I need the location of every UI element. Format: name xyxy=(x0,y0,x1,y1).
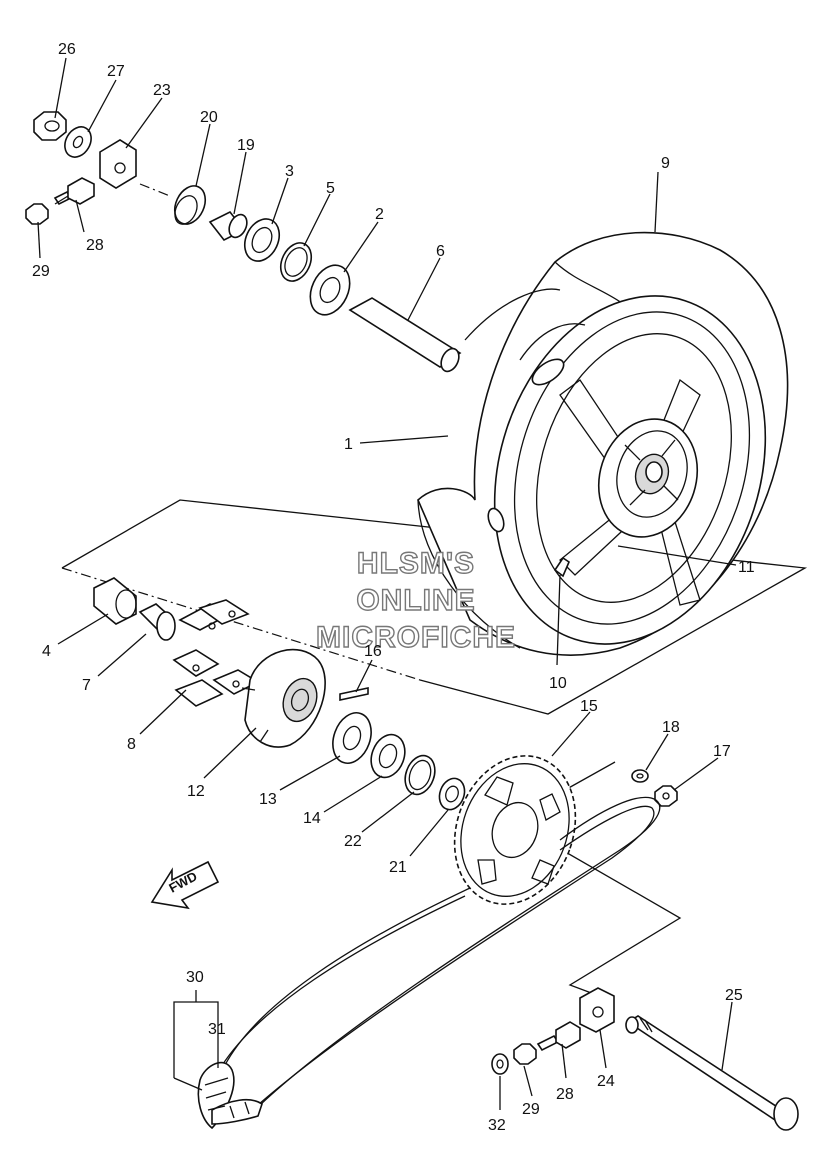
nut-26 xyxy=(33,111,67,141)
callout-8: 8 xyxy=(127,736,136,753)
callout-1: 1 xyxy=(344,436,353,453)
spacer-19 xyxy=(208,210,248,242)
clutch-hub-12 xyxy=(241,648,326,748)
callout-6: 6 xyxy=(436,243,445,260)
callout-28-lower: 28 xyxy=(556,1086,574,1103)
nut-29-upper xyxy=(25,203,49,225)
damper-8 xyxy=(172,599,260,707)
watermark-line-2: ONLINE xyxy=(356,584,475,617)
callout-32: 32 xyxy=(488,1117,506,1134)
bolt-28-upper xyxy=(53,177,95,206)
callout-12: 12 xyxy=(187,783,205,800)
adjuster-plate-23 xyxy=(99,139,137,189)
rear-axle-25 xyxy=(625,1015,799,1131)
stud-16 xyxy=(339,687,369,701)
callout-26: 26 xyxy=(58,41,76,58)
callout-31: 31 xyxy=(208,1021,226,1038)
callout-19: 19 xyxy=(237,137,255,154)
callout-17: 17 xyxy=(713,743,731,760)
forward-arrow-icon: FWD xyxy=(150,860,220,910)
bearing-13 xyxy=(332,712,372,764)
rear-wheel xyxy=(417,231,789,656)
drive-chain xyxy=(197,796,661,1130)
callout-11: 11 xyxy=(738,559,755,576)
callout-16: 16 xyxy=(364,643,382,660)
collar-20 xyxy=(173,185,207,225)
sprocket-15 xyxy=(453,755,577,905)
collar-21 xyxy=(438,777,466,811)
callout-24: 24 xyxy=(597,1073,615,1090)
callout-23: 23 xyxy=(153,82,171,99)
circlip-22 xyxy=(404,754,436,796)
callout-10: 10 xyxy=(549,675,567,692)
callout-25: 25 xyxy=(725,987,743,1004)
callout-4: 4 xyxy=(42,643,51,660)
spacer-7 xyxy=(138,603,176,641)
callout-13: 13 xyxy=(259,791,277,808)
callout-22: 22 xyxy=(344,833,362,850)
adjuster-plate-24 xyxy=(579,987,615,1033)
callout-30: 30 xyxy=(186,969,204,986)
callout-29-upper: 29 xyxy=(32,263,50,280)
callout-21: 21 xyxy=(389,859,407,876)
watermark-line-1: HLSM'S xyxy=(357,547,475,580)
bolt-28-lower xyxy=(536,1021,581,1052)
callout-20: 20 xyxy=(200,109,218,126)
washer-18 xyxy=(631,769,649,783)
callout-15: 15 xyxy=(580,698,598,715)
bearing-2 xyxy=(309,264,351,316)
callout-3: 3 xyxy=(285,163,294,180)
callout-29-lower: 29 xyxy=(522,1101,540,1118)
nut-29-lower xyxy=(513,1043,537,1065)
spacer-6 xyxy=(348,297,462,373)
callout-18: 18 xyxy=(662,719,680,736)
bearing-4 xyxy=(93,577,137,625)
washer-27 xyxy=(64,126,92,158)
oil-seal-3 xyxy=(243,218,281,262)
circlip-5 xyxy=(279,242,313,282)
callout-7: 7 xyxy=(82,677,91,694)
callout-27: 27 xyxy=(107,63,125,80)
callout-14: 14 xyxy=(303,810,321,827)
oil-seal-14 xyxy=(370,733,406,779)
leader-lines xyxy=(37,57,737,1110)
watermark-line-3: MICROFICHE xyxy=(316,621,516,654)
watermark: HLSM'S ONLINE MICROFICHE xyxy=(315,546,516,654)
washer-32 xyxy=(491,1053,509,1075)
callout-numbers: 26 27 23 20 19 3 5 2 6 9 1 11 10 28 29 4… xyxy=(32,41,755,1134)
callout-2: 2 xyxy=(375,206,384,223)
callout-9: 9 xyxy=(661,155,670,172)
callout-28-upper: 28 xyxy=(86,237,104,254)
callout-5: 5 xyxy=(326,180,335,197)
nut-17 xyxy=(654,785,678,807)
